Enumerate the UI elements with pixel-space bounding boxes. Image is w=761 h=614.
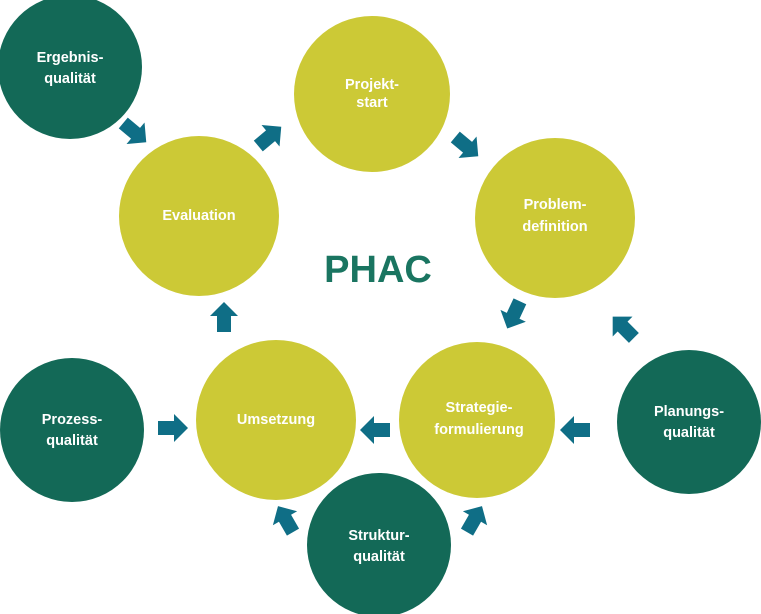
quality-label-line-1: Ergebnis- <box>37 50 104 66</box>
quality-label-line-2: qualität <box>44 71 96 87</box>
arrow-projektstart-to-problemdefinition <box>450 131 479 159</box>
phase-label-line-2: start <box>356 95 388 111</box>
phase-label-line-1: Projekt- <box>345 77 399 93</box>
phase-label-line-1: Strategie- <box>446 400 513 416</box>
center-title: PHAC <box>324 249 432 291</box>
arrow-prozessqualitaet-to-umsetzung <box>158 414 188 442</box>
phase-label-line-1: Evaluation <box>162 208 235 224</box>
quality-label-line-1: Prozess- <box>42 412 103 428</box>
quality-strukturqualitaet: Struktur- qualität <box>307 473 451 614</box>
arrow-umsetzung-to-evaluation <box>210 302 238 332</box>
arrow-planungsqualitaet-to-problemdefinition <box>612 316 639 343</box>
phase-evaluation: Evaluation <box>119 136 279 296</box>
phase-label-line-2: definition <box>522 219 587 235</box>
quality-label-line-2: qualität <box>663 425 715 441</box>
arrow-strategieformulierung-to-umsetzung <box>360 416 390 444</box>
quality-label-line-1: Planungs- <box>654 404 724 420</box>
quality-ergebnisqualitaet: Ergebnis- qualität <box>0 0 142 139</box>
phase-umsetzung: Umsetzung <box>196 340 356 500</box>
quality-prozessqualitaet: Prozess- qualität <box>0 358 144 502</box>
quality-circle <box>617 350 761 494</box>
quality-circle <box>0 0 142 139</box>
phase-label-line-2: formulierung <box>434 422 523 438</box>
phase-strategieformulierung: Strategie- formulierung <box>399 342 555 498</box>
arrow-planungsqualitaet-to-strategieformulierung <box>560 416 590 444</box>
quality-circle <box>307 473 451 614</box>
phase-circle <box>475 138 635 298</box>
phase-circle <box>399 342 555 498</box>
quality-circle <box>0 358 144 502</box>
arrow-ergebnisqualitaet-to-evaluation <box>118 117 147 145</box>
arrow-problemdefinition-to-strategieformulierung <box>500 298 527 329</box>
arrow-evaluation-to-projektstart <box>253 124 282 152</box>
quality-label-line-1: Struktur- <box>348 528 409 544</box>
phase-label-line-1: Problem- <box>524 197 587 213</box>
quality-label-line-2: qualität <box>46 433 98 449</box>
phase-circle <box>119 136 279 296</box>
phase-circle <box>294 16 450 172</box>
quality-planungsqualitaet: Planungs- qualität <box>617 350 761 494</box>
phase-projektstart: Projekt- start <box>294 16 450 172</box>
phase-circle <box>196 340 356 500</box>
arrow-strukturqualitaet-to-strategieformulierung <box>460 506 488 536</box>
phase-label-line-1: Umsetzung <box>237 412 315 428</box>
quality-label-line-2: qualität <box>353 549 405 565</box>
arrow-strukturqualitaet-to-umsetzung <box>272 506 300 536</box>
phase-problemdefinition: Problem- definition <box>475 138 635 298</box>
